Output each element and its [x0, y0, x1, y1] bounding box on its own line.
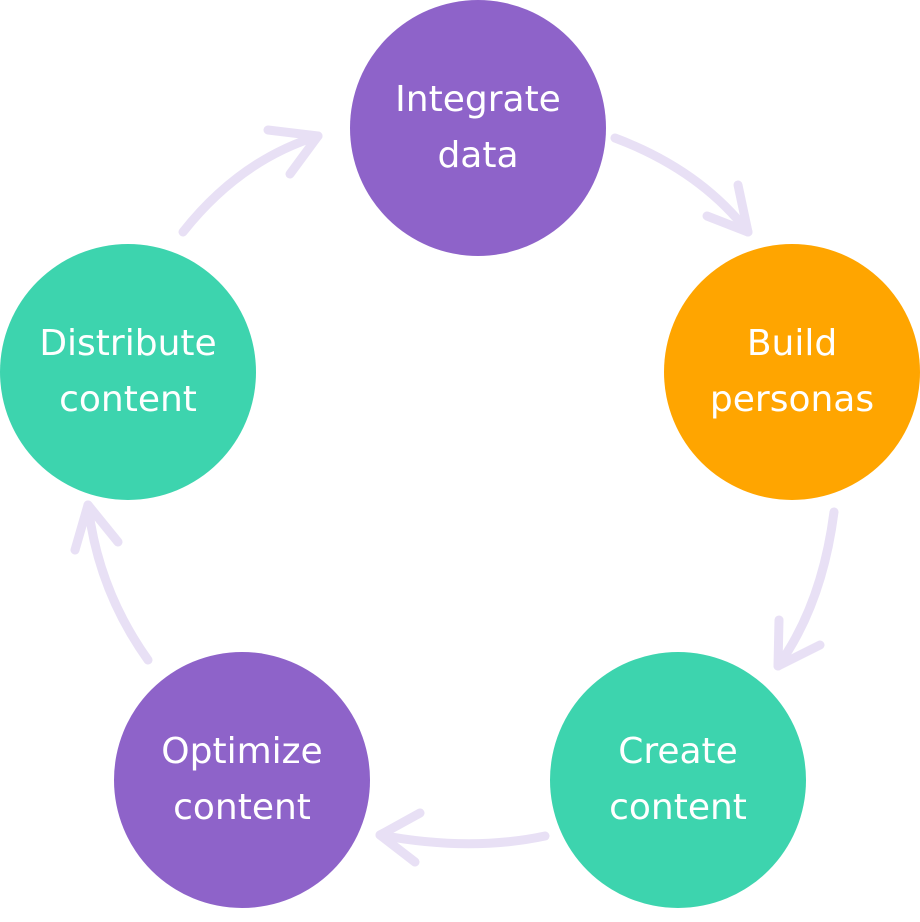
node-create-content: Create content — [550, 652, 806, 908]
node-integrate-data-line2: data — [437, 135, 519, 176]
arrow-optimize-to-distribute-shaft — [83, 500, 153, 665]
node-optimize-content: Optimize content — [114, 652, 370, 908]
node-optimize-content-line1: Optimize — [161, 731, 323, 772]
node-create-content-line2: content — [609, 787, 747, 828]
arrow-distribute-to-integrate-head — [263, 125, 323, 179]
node-distribute-content-line1: Distribute — [39, 323, 217, 364]
arrow-integrate-to-build — [610, 133, 753, 237]
node-optimize-content-line2: content — [173, 787, 311, 828]
arrow-build-to-create — [773, 507, 839, 671]
arrow-build-to-create-head — [773, 615, 825, 671]
node-integrate-data: Integrate data — [350, 0, 606, 256]
node-build-personas: Build personas — [664, 244, 920, 500]
arrow-integrate-to-build-head — [702, 180, 753, 237]
arrow-create-to-optimize-shaft — [375, 830, 550, 849]
arrow-distribute-to-integrate-shaft — [178, 131, 323, 237]
arrow-build-to-create-shaft — [773, 507, 839, 671]
arrow-create-to-optimize-head — [375, 808, 425, 867]
node-distribute-content-line2: content — [59, 379, 197, 420]
arrow-optimize-to-distribute — [70, 500, 153, 665]
node-build-personas-line1: Build — [746, 323, 838, 364]
node-build-personas-line2: personas — [709, 379, 875, 420]
node-create-content-line1: Create — [618, 731, 738, 772]
arrow-optimize-to-distribute-head — [70, 500, 123, 555]
node-distribute-content: Distribute content — [0, 244, 256, 500]
node-integrate-data-line1: Integrate — [395, 79, 561, 120]
arrow-distribute-to-integrate — [178, 125, 323, 237]
arrow-integrate-to-build-shaft — [610, 133, 753, 237]
arrow-create-to-optimize — [375, 808, 550, 867]
